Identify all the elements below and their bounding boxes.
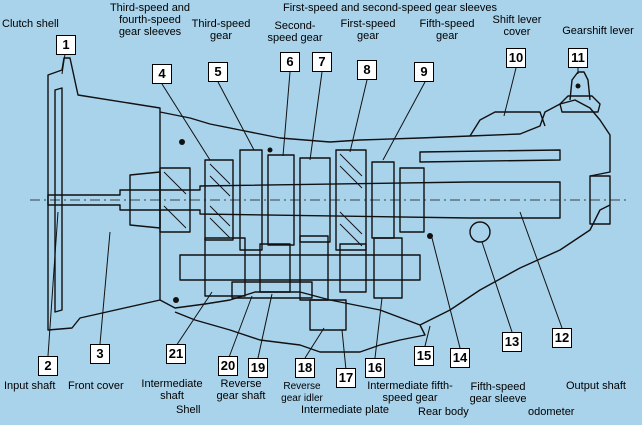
callout-6: 6	[280, 52, 300, 72]
label-shift-lever-cover: Shift lever cover	[492, 14, 542, 38]
case-bottom-outline	[159, 291, 426, 353]
callout-5: 5	[208, 62, 228, 82]
callout-18: 18	[295, 358, 315, 378]
callout-3: 3	[90, 344, 110, 364]
label-intermediate-fifth-gear: Intermediate fifth- speed gear	[367, 380, 453, 404]
label-second-speed-gear: Second- speed gear	[267, 20, 323, 44]
label-reverse-gear-idler: Reverse gear idler	[281, 381, 323, 404]
callout-9: 9	[414, 62, 434, 82]
counter-gear-e	[373, 237, 403, 299]
callout-4: 4	[152, 64, 172, 84]
callout-15: 15	[414, 346, 434, 366]
main-shaft-outline	[47, 181, 561, 219]
rear-bearing	[399, 167, 425, 233]
hatch-a	[209, 163, 231, 239]
counter-gear-b	[259, 243, 291, 293]
callout-16: 16	[365, 358, 385, 378]
shift-cover-outline	[469, 111, 546, 137]
gearshift-lever-outline	[569, 71, 591, 101]
bolt-group	[173, 83, 581, 303]
callout-21: 21	[166, 344, 186, 364]
speedo-gear	[469, 221, 491, 243]
label-reverse-gear-shaft: Reverse gear shaft	[216, 378, 266, 402]
callout-8: 8	[357, 60, 377, 80]
label-clutch-shell: Clutch shell	[2, 18, 59, 30]
first-gear	[335, 149, 367, 251]
callout-14: 14	[450, 348, 470, 368]
output-flange	[589, 175, 611, 225]
callout-1: 1	[56, 35, 76, 55]
reverse-shaft	[231, 281, 313, 299]
synchro-12	[299, 157, 331, 243]
counter-gear-c	[299, 235, 329, 301]
callout-7: 7	[312, 52, 332, 72]
clutch-housing-inner	[54, 87, 63, 313]
selector-rod	[419, 149, 561, 163]
label-rear-body: Rear body	[418, 406, 469, 418]
front-cover-plate	[129, 171, 161, 229]
third-gear	[239, 149, 263, 251]
callout-12: 12	[552, 328, 572, 348]
gearshift-lever-boot	[559, 95, 601, 113]
counter-gear-a	[204, 237, 246, 297]
label-intermediate-plate: Intermediate plate	[300, 404, 390, 416]
callout-17: 17	[336, 368, 356, 388]
label-odometer: odometer	[528, 406, 575, 418]
label-front-cover: Front cover	[68, 380, 124, 392]
callout-13: 13	[502, 332, 522, 352]
rear-body-lower	[419, 204, 611, 326]
callout-11: 11	[568, 48, 588, 68]
gear-block-a	[204, 159, 234, 241]
callout-20: 20	[218, 356, 238, 376]
clutch-housing-outline	[47, 57, 161, 331]
label-intermediate-shaft: Intermediate shaft	[141, 378, 203, 402]
hatch-c	[163, 171, 187, 229]
label-third-fourth-sleeves: Third-speed and fourth-speed gear sleeve…	[109, 2, 191, 38]
callout-19: 19	[248, 358, 268, 378]
leader-lines	[47, 53, 579, 371]
label-input-shaft: Input shaft	[4, 380, 56, 392]
callout-2: 2	[38, 356, 58, 376]
label-shell: Shell	[176, 404, 201, 416]
reverse-idler	[309, 299, 347, 331]
label-output-shaft: Output shaft	[566, 380, 626, 392]
label-fifth-speed-gear: Fifth-speed gear	[419, 18, 475, 42]
label-first-speed-gear: First-speed gear	[340, 18, 396, 42]
label-first-second-sleeves: First-speed and second-speed gear sleeve…	[282, 2, 497, 14]
counter-gear-d	[339, 243, 367, 293]
callout-10: 10	[506, 48, 526, 68]
label-third-speed-gear: Third-speed gear	[191, 18, 251, 42]
case-top-outline	[159, 99, 611, 177]
label-gearshift-lever: Gearshift lever	[562, 25, 634, 37]
second-gear	[267, 154, 295, 246]
hatch-b	[339, 153, 363, 247]
label-fifth-speed-gear-sleeve: Fifth-speed gear sleeve	[469, 381, 527, 405]
